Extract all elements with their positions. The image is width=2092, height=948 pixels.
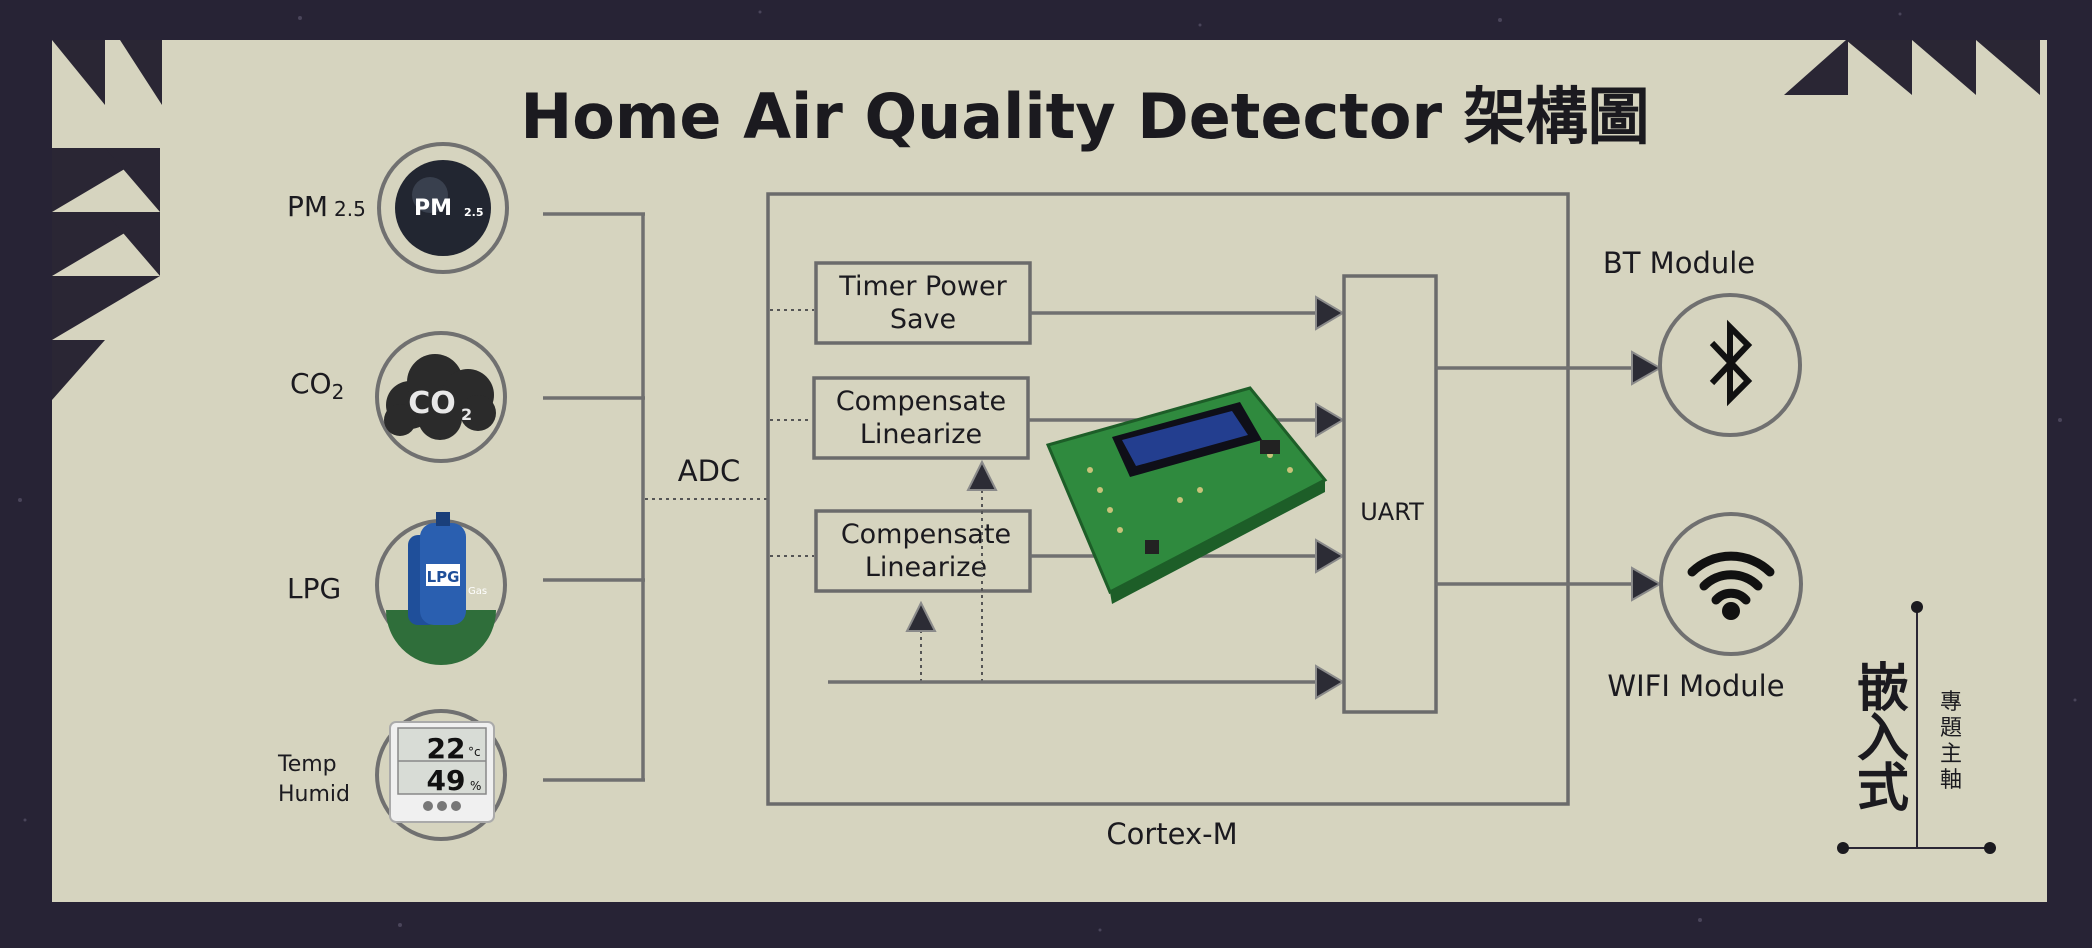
wifi-module: WIFI Module	[1607, 512, 1803, 703]
panel-background	[52, 40, 2047, 902]
lpg-icon-text: LPG	[427, 568, 460, 586]
bt-module-label: BT Module	[1603, 246, 1755, 280]
arrow-to-wifi	[1631, 566, 1663, 602]
gas-cylinder-icon	[408, 512, 466, 625]
timer-power-save-block: Timer Power Save	[814, 261, 1032, 345]
sensor-co2: CO2 CO 2	[290, 331, 507, 463]
adc-label: ADC	[678, 454, 740, 488]
uart-block: UART	[1342, 274, 1438, 714]
compensate-block-1: Compensate Linearize	[812, 376, 1030, 460]
temp-unit: °c	[468, 745, 481, 759]
sensor-humid-label: Humid	[278, 782, 350, 807]
pm25-icon-subtext: 2.5	[464, 206, 484, 219]
topic-badge: 嵌 入 式 專 題 主 軸	[1837, 601, 1996, 854]
background-speckles	[18, 10, 2077, 932]
comp2-line1: Compensate	[841, 519, 1011, 550]
timer-block-line2: Save	[890, 304, 956, 335]
humid-reading: 49	[427, 764, 466, 797]
wifi-icon	[1687, 551, 1775, 605]
thermo-hygrometer-icon	[389, 721, 495, 823]
humid-unit: %	[470, 779, 481, 793]
co2-icon-text: CO	[408, 386, 456, 421]
badge-main-char-3: 式	[1857, 759, 1909, 819]
dev-board-image	[1045, 386, 1328, 604]
sensor-co2-label: CO2	[290, 367, 344, 404]
sensor-temp-humid: Temp Humid 22 °c 49 %	[277, 709, 507, 841]
wifi-icon-dot	[1722, 602, 1740, 620]
sensor-lpg-label: LPG	[287, 572, 341, 605]
comp1-line2: Linearize	[860, 419, 982, 450]
lpg-icon-subtext: Gas	[468, 586, 487, 597]
badge-main-char-1: 嵌	[1857, 659, 1909, 719]
sensor-bus	[543, 212, 768, 782]
bluetooth-icon	[1709, 319, 1753, 407]
arrow-right-4	[1315, 664, 1345, 700]
badge-side-char-2: 題	[1940, 716, 1962, 741]
timer-block-line1: Timer Power	[838, 271, 1007, 302]
badge-main-char-2: 入	[1857, 709, 1909, 769]
cloud-icon	[384, 354, 496, 440]
badge-side-char-3: 主	[1940, 742, 1962, 767]
sensor-temp-label: Temp	[277, 752, 337, 777]
comp2-line2: Linearize	[865, 552, 987, 583]
diagram-title: Home Air Quality Detector 架構圖	[520, 80, 1649, 153]
arrow-right-1	[1315, 295, 1345, 331]
uart-outputs	[1436, 350, 1663, 602]
corner-decoration-right	[1784, 40, 2040, 95]
feedback-arrow-up-1	[966, 459, 998, 491]
badge-side-char-4: 軸	[1940, 768, 1962, 793]
wifi-circle	[1659, 512, 1803, 656]
feedback-arrow-up-2	[905, 600, 937, 632]
cortex-m-label: Cortex-M	[1106, 817, 1237, 851]
feedback-paths	[828, 459, 1316, 684]
temp-reading: 22	[427, 732, 466, 765]
arrow-to-bt	[1631, 350, 1663, 386]
arrow-right-3	[1315, 538, 1345, 574]
badge-side-char-1: 專	[1940, 690, 1962, 715]
arrow-right-2	[1315, 402, 1345, 438]
cortex-m-box	[766, 192, 1570, 806]
co2-icon-subtext: 2	[461, 405, 472, 424]
compensate-block-2: Compensate Linearize	[814, 509, 1032, 593]
bt-module: BT Module	[1603, 246, 1802, 437]
pm25-icon-text: PM	[414, 196, 452, 221]
sensor-lpg: LPG LPG Gas	[287, 512, 507, 665]
corner-decoration-left	[52, 40, 162, 400]
wifi-module-label: WIFI Module	[1607, 669, 1784, 703]
uart-label: UART	[1360, 498, 1424, 526]
comp1-line1: Compensate	[836, 386, 1006, 417]
